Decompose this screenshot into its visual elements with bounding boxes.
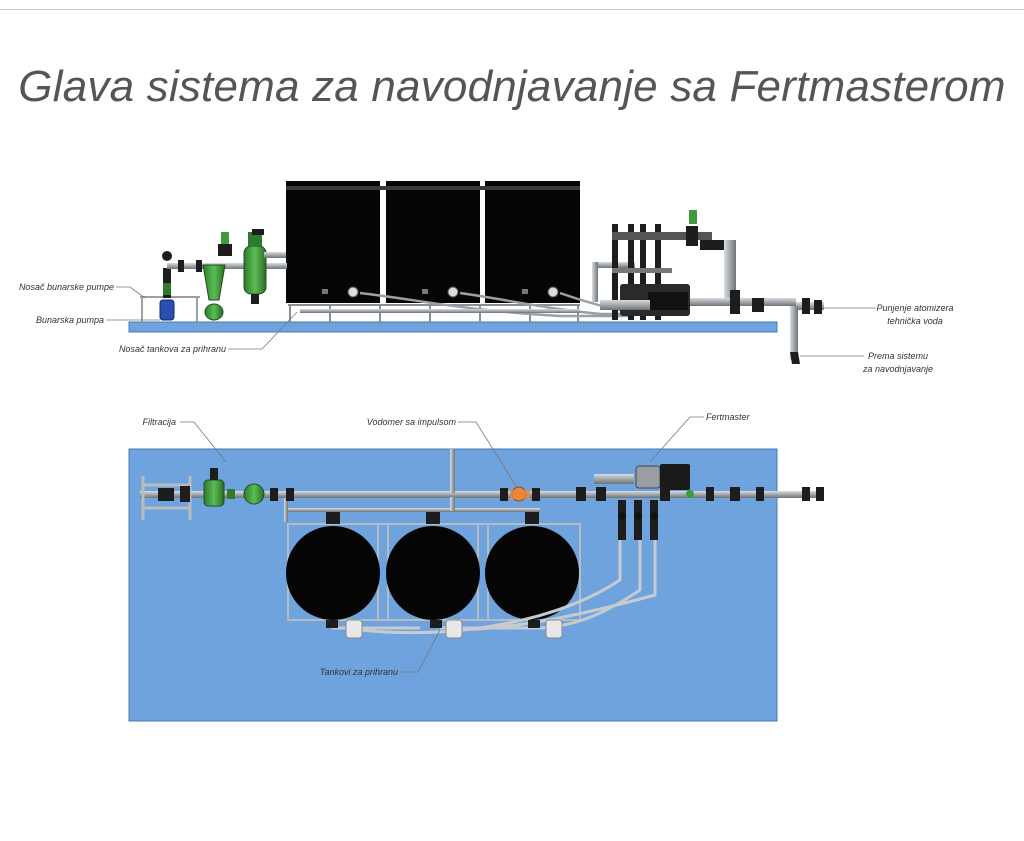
top-callouts (180, 416, 704, 673)
label-to-system-1: Prema sistemu (868, 351, 928, 361)
side-disc-filter (243, 229, 267, 304)
side-fertmaster (592, 210, 796, 320)
side-callouts (106, 286, 876, 357)
top-tank-3 (485, 526, 579, 620)
side-hydrocyclone (202, 232, 232, 321)
top-divider (0, 9, 1024, 10)
top-main-pipe (140, 491, 820, 498)
top-tank-2 (386, 526, 480, 620)
label-tank-holder: Nosač tankova za prihranu (119, 344, 226, 354)
label-filtration: Filtracija (142, 417, 176, 427)
side-base-slab (128, 321, 778, 333)
side-outlet (790, 298, 824, 364)
side-tank-3 (485, 181, 580, 303)
side-well-pump (159, 251, 175, 321)
label-pump-holder: Nosač bunarske pumpe (19, 282, 114, 292)
top-view: Filtracija Vodomer sa impulsom Fertmaste… (128, 412, 824, 722)
side-tank-1 (286, 181, 380, 303)
side-view: Nosač bunarske pumpe Bunarska pumpa Nosa… (19, 181, 954, 374)
label-atomizer-fill-1: Punjenje atomizera (876, 303, 953, 313)
label-well-pump: Bunarska pumpa (36, 315, 104, 325)
top-tank-outlets (326, 619, 563, 639)
label-tanks: Tankovi za prihranu (320, 667, 398, 677)
side-tank-2 (386, 181, 480, 303)
top-tank-1 (286, 526, 380, 620)
label-atomizer-fill-2: tehnička voda (887, 316, 943, 326)
label-water-meter: Vodomer sa impulsom (367, 417, 457, 427)
top-water-meter (500, 486, 540, 502)
top-filtration (203, 468, 294, 507)
side-tanks (286, 181, 580, 303)
top-fertmaster (576, 464, 824, 540)
label-fertmaster: Fertmaster (706, 412, 751, 422)
label-to-system-2: za navodnjavanje (862, 364, 933, 374)
page-title: Glava sistema za navodnjavanje sa Fertma… (18, 62, 1006, 111)
